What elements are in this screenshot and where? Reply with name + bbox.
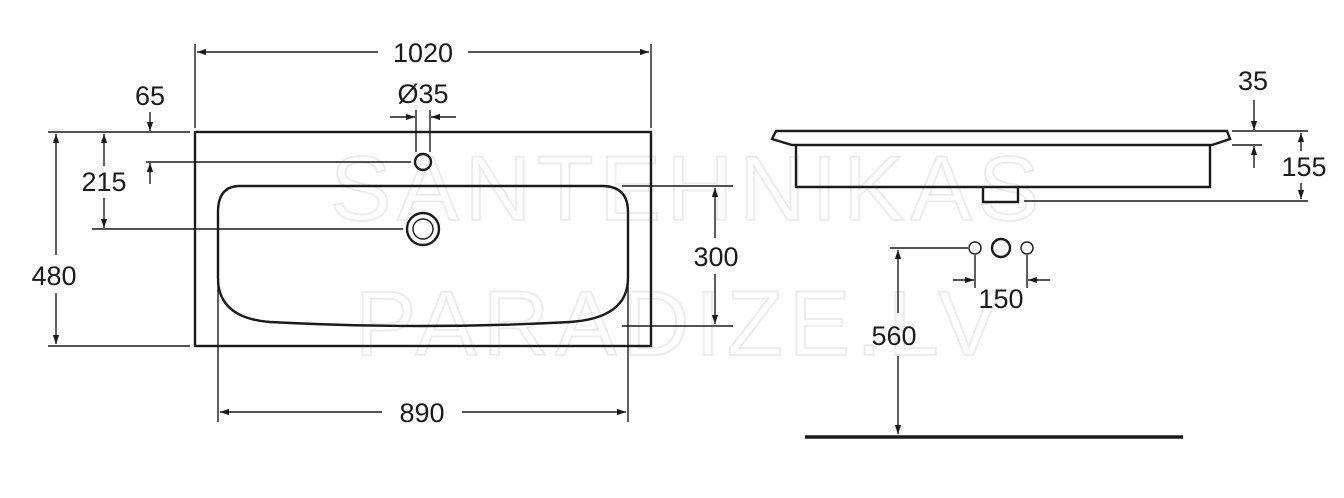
side-view: 35 155 150 560 (770, 66, 1327, 439)
dim-top-to-drain: 215 (81, 167, 126, 197)
dim-bowl-depth: 300 (693, 242, 738, 272)
tap-hole-right (1020, 241, 1034, 255)
dim-top-to-tap-hole: 65 (135, 81, 165, 111)
tap-hole-left (968, 241, 982, 255)
dim-overall-depth: 480 (31, 261, 76, 291)
dim-tap-hole-diameter: Ø35 (397, 79, 448, 109)
basin-body-profile (794, 145, 1212, 189)
dim-basin-height: 155 (1281, 152, 1326, 182)
dim-overall-width: 1020 (393, 38, 453, 68)
dim-tap-spacing: 150 (978, 284, 1023, 314)
drain-outlet-profile (981, 187, 1020, 204)
basin-rim-profile (770, 129, 1232, 147)
watermark-line-2: PARADIZE.LV (355, 273, 1006, 375)
basin-outline (193, 130, 653, 348)
watermark-line-1: SANTEHNIKAS (330, 138, 1045, 240)
plan-view: 1020 Ø35 65 215 480 300 890 (31, 38, 738, 428)
dim-mounting-height: 560 (871, 321, 916, 351)
dim-bowl-width: 890 (399, 398, 444, 428)
drain-inner (412, 218, 434, 240)
dim-rim-thickness: 35 (1238, 66, 1268, 96)
tap-hole-center (990, 237, 1012, 259)
tap-hole (413, 152, 433, 172)
drain-outer (405, 211, 441, 247)
